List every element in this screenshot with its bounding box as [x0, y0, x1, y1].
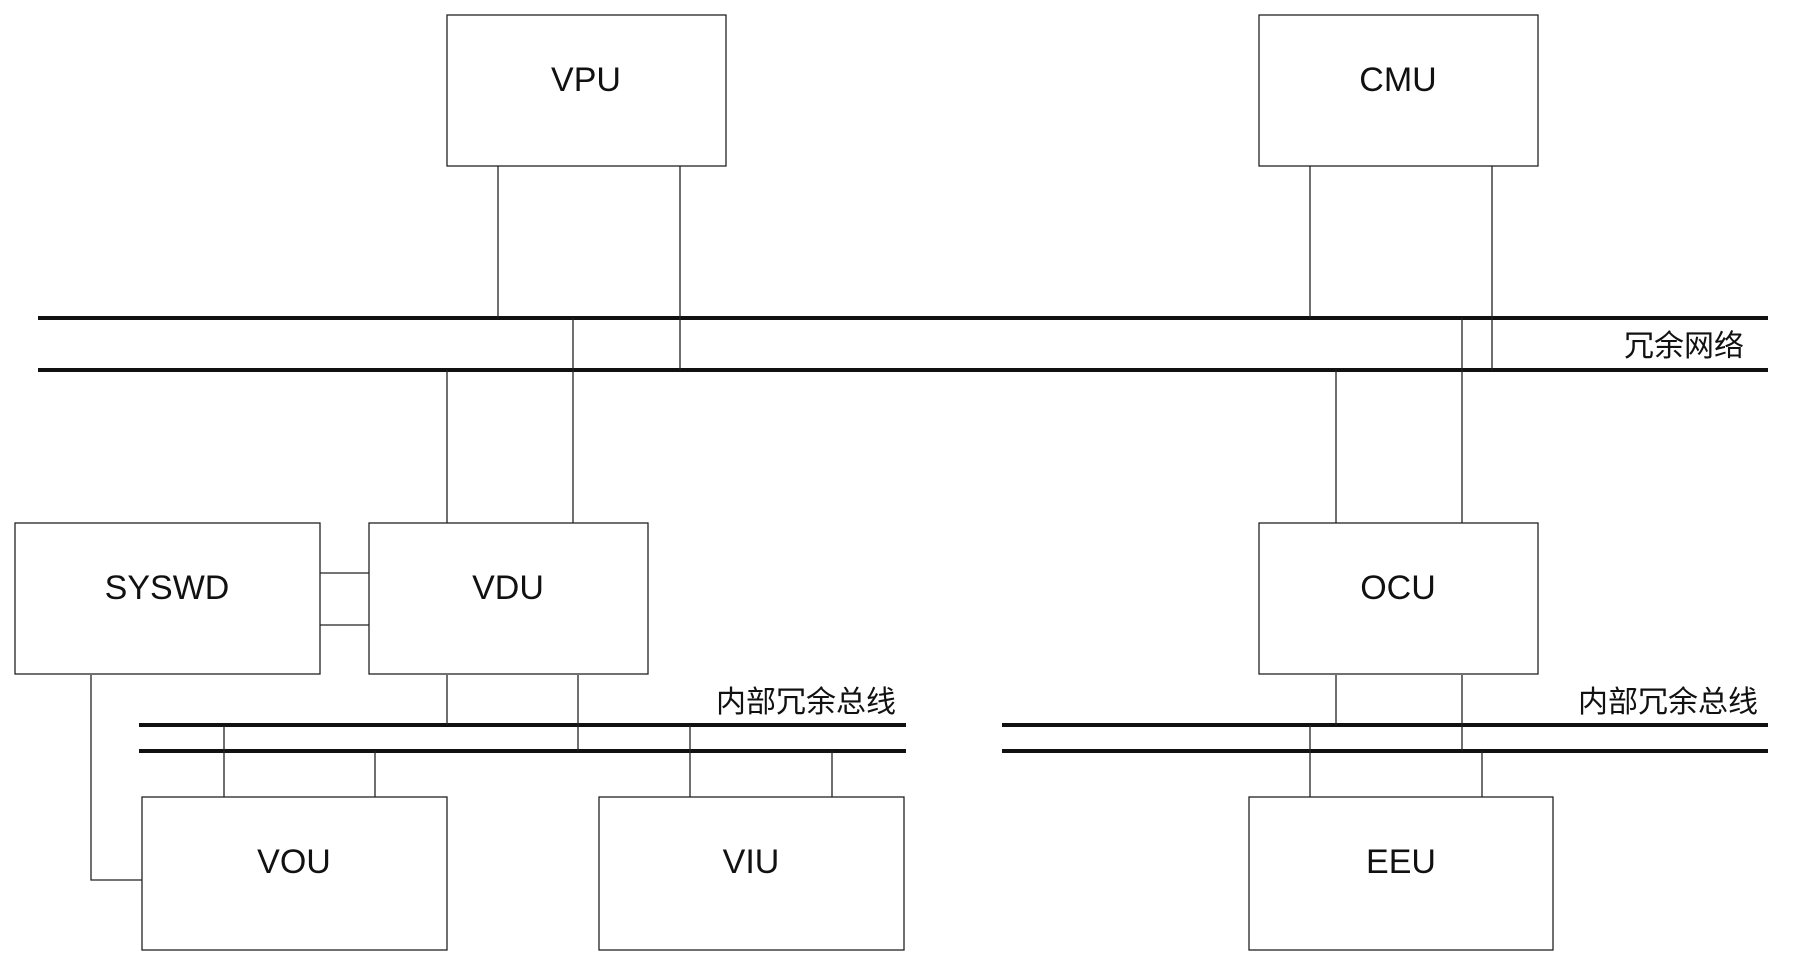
- module-vou-frame: [141, 796, 448, 951]
- redundant-network-bus: 冗余网络: [38, 316, 1768, 372]
- module-eeu-label: EEU: [1366, 843, 1436, 881]
- internal-bus-left-label: 内部冗余总线: [716, 685, 896, 720]
- wire-syswd-vou: [90, 675, 142, 881]
- module-ocu-label: OCU: [1360, 569, 1436, 607]
- module-viu-label: VIU: [723, 843, 780, 881]
- module-eeu: EEU: [1248, 796, 1554, 951]
- module-vdu-frame: [368, 522, 649, 675]
- module-vou: VOU: [141, 796, 448, 951]
- internal-bus-right-label: 内部冗余总线: [1578, 685, 1758, 720]
- module-vou-label: VOU: [257, 843, 331, 881]
- module-vdu-label: VDU: [472, 569, 544, 607]
- module-syswd: SYSWD: [14, 522, 321, 675]
- connection-wires: [90, 166, 1493, 881]
- module-vpu: VPU: [446, 14, 727, 167]
- redundant-network-label: 冗余网络: [1624, 329, 1744, 364]
- module-viu-frame: [598, 796, 905, 951]
- module-eeu-frame: [1248, 796, 1554, 951]
- module-vdu: VDU: [368, 522, 649, 675]
- internal-bus-left: 内部冗余总线: [139, 685, 906, 753]
- module-viu: VIU: [598, 796, 905, 951]
- module-syswd-frame: [14, 522, 321, 675]
- module-cmu-frame: [1258, 14, 1539, 167]
- module-ocu-frame: [1258, 522, 1539, 675]
- module-cmu: CMU: [1258, 14, 1539, 167]
- module-vpu-label: VPU: [551, 61, 621, 99]
- internal-bus-right: 内部冗余总线: [1002, 685, 1768, 753]
- module-syswd-label: SYSWD: [105, 569, 230, 607]
- module-vpu-frame: [446, 14, 727, 167]
- module-ocu: OCU: [1258, 522, 1539, 675]
- module-cmu-label: CMU: [1359, 61, 1436, 99]
